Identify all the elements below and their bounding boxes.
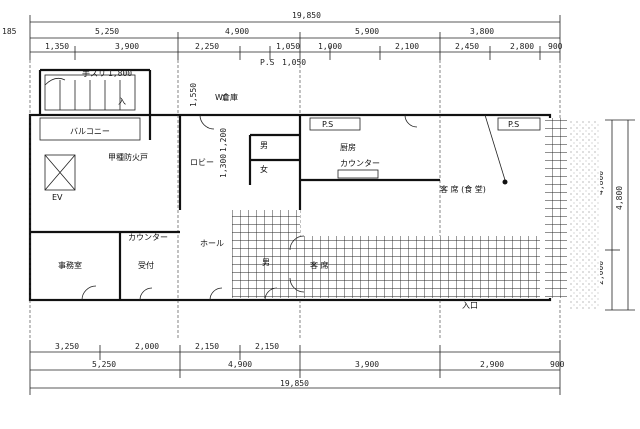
elevator bbox=[44, 154, 76, 191]
exterior-ground bbox=[570, 120, 600, 310]
label-wc-m: 男 bbox=[260, 141, 268, 150]
hatched-area-left bbox=[232, 210, 300, 298]
label-reception: 受付 bbox=[138, 260, 154, 270]
label-storage: 倉庫 bbox=[222, 92, 238, 102]
dim-sub-9: 900 bbox=[548, 42, 563, 51]
label-stair: 手スリ bbox=[82, 68, 106, 78]
dim-sub-6: 2,100 bbox=[395, 42, 419, 51]
dim-sub-5: 1,000 bbox=[318, 42, 342, 51]
label-fire-door: 甲種防火戸 bbox=[108, 152, 148, 162]
door-swings bbox=[81, 114, 418, 301]
dim-sub-8: 2,800 bbox=[510, 42, 534, 51]
label-hall: ホール bbox=[200, 239, 224, 248]
right-dimension-lines bbox=[605, 119, 635, 311]
label-lobby: ロビー bbox=[190, 158, 214, 167]
label-wc-f: 女 bbox=[260, 164, 268, 174]
hatched-strip-right bbox=[545, 118, 567, 298]
dim-bottom-1: 5,250 bbox=[92, 360, 116, 369]
dim-sub-3: 2,250 bbox=[195, 42, 219, 51]
label-balcony: バルコニー bbox=[70, 127, 110, 136]
label-ps-right: P.S bbox=[508, 120, 519, 129]
label-counter-right: カウンター bbox=[340, 159, 380, 168]
dim-right-3: 2,000 bbox=[596, 261, 605, 285]
dim-bottom-2: 4,900 bbox=[228, 360, 252, 369]
dim-top-2: 4,900 bbox=[225, 27, 249, 36]
dim-sub-2: 3,900 bbox=[115, 42, 139, 51]
dining-pointer bbox=[484, 114, 506, 181]
ps-box-right bbox=[497, 117, 541, 131]
dim-bottom-sub-2: 2,000 bbox=[135, 342, 159, 351]
dim-top-total: 19,850 bbox=[292, 11, 321, 20]
label-shop: 客 席 bbox=[310, 260, 329, 270]
top-dimension-lines bbox=[29, 15, 561, 60]
dim-bottom-3: 3,900 bbox=[355, 360, 379, 369]
dim-bottom-total: 19,850 bbox=[280, 379, 309, 388]
balcony bbox=[39, 117, 141, 141]
dim-wc-1: 1,550 bbox=[189, 83, 198, 107]
counter-right bbox=[337, 169, 379, 179]
dim-top-4: 3,800 bbox=[470, 27, 494, 36]
label-entry-left: 入 bbox=[118, 97, 126, 106]
label-ev: EV bbox=[52, 193, 63, 202]
label-wc-mark: WC bbox=[215, 93, 229, 102]
interior-walls bbox=[30, 115, 440, 300]
dim-wc-3: 1,300 bbox=[219, 154, 228, 178]
bottom-dimension-lines bbox=[29, 340, 561, 395]
label-men: 男 bbox=[262, 258, 270, 267]
dining-marker bbox=[502, 179, 508, 185]
hatched-area-right bbox=[300, 236, 540, 298]
label-kitchen: 厨房 bbox=[340, 142, 356, 152]
label-dining: 客 席 (食 堂) bbox=[440, 184, 486, 194]
label-ps-left: P.S bbox=[322, 120, 333, 129]
dim-bottom-sub-3: 2,150 bbox=[195, 342, 219, 351]
dim-sub-1: 1,350 bbox=[45, 42, 69, 51]
label-counter-left: カウンター bbox=[128, 233, 168, 242]
dim-right-1: 4,800 bbox=[596, 171, 605, 195]
dim-top-3: 5,900 bbox=[355, 27, 379, 36]
dim-sub-4: 1,050 bbox=[276, 42, 300, 51]
stair bbox=[44, 74, 136, 111]
dim-ps-2: 1,050 bbox=[282, 58, 306, 67]
label-entry-right: 入口 bbox=[462, 301, 478, 310]
dim-bottom-sub-4: 2,150 bbox=[255, 342, 279, 351]
dim-bottom-4: 2,900 bbox=[480, 360, 504, 369]
dim-left-small: 185 bbox=[2, 27, 17, 36]
dim-stair: 1,800 bbox=[108, 69, 132, 78]
label-office: 事務室 bbox=[58, 260, 82, 270]
dim-bottom-5: 900 bbox=[550, 360, 565, 369]
dim-wc-2: 1,200 bbox=[219, 128, 228, 152]
dim-top-1: 5,250 bbox=[95, 27, 119, 36]
dim-ps-1: P.S bbox=[260, 58, 275, 67]
dim-sub-7: 2,450 bbox=[455, 42, 479, 51]
dim-bottom-sub-1: 3,250 bbox=[55, 342, 79, 351]
dim-right-2: 4,800 bbox=[615, 186, 624, 210]
ps-box-left bbox=[309, 117, 361, 131]
